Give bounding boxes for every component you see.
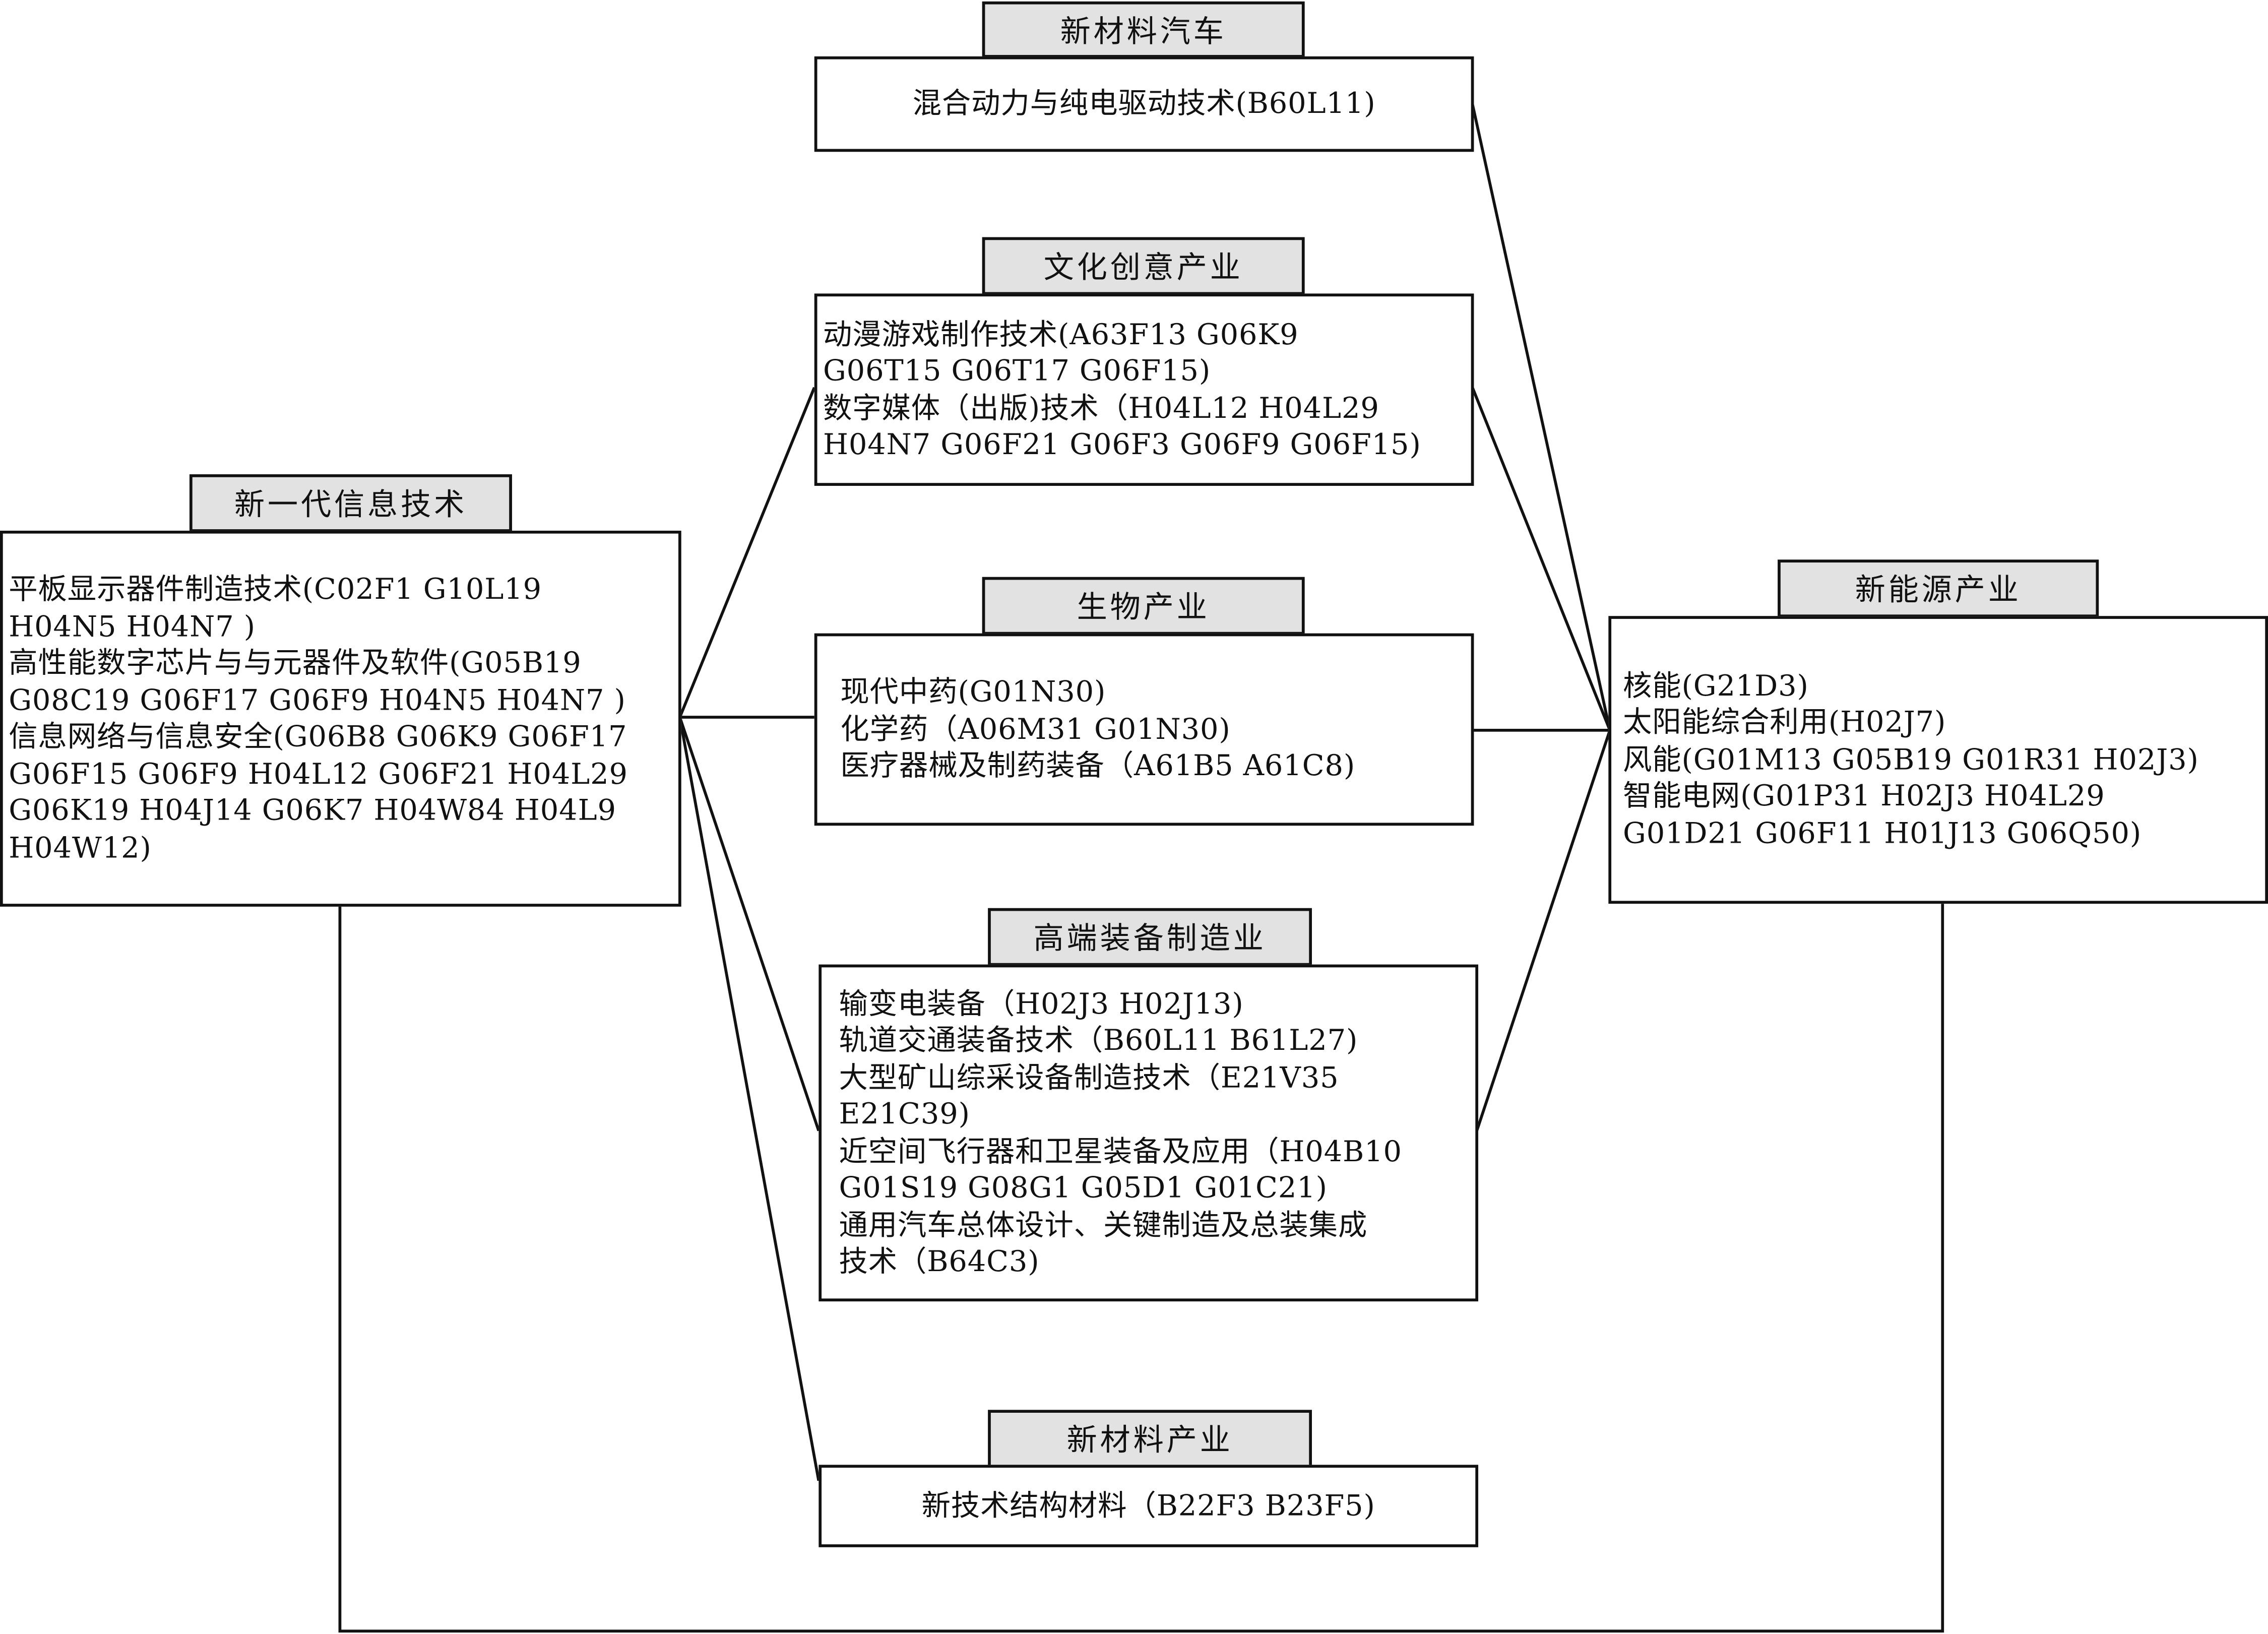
node-content-box: 核能(G21D3) 太阳能综合利用(H02J7) 风能(G01M13 G05B1… [1608, 616, 2268, 904]
tech-line: G06K19 H04J14 G06K7 H04W84 H04L9 [9, 792, 616, 828]
tech-line: H04N7 G06F21 G06F3 G06F9 G06F15) [823, 426, 1421, 462]
tech-line: G08C19 G06F17 G06F9 H04N5 H04N7 ) [9, 681, 626, 717]
category-label: 高端装备制造业 [988, 908, 1312, 966]
link-culture-energy [1471, 387, 1611, 731]
tech-line: G01D21 G06F11 H01J13 G06Q50) [1623, 815, 2142, 850]
tech-line: 输变电装备（H02J3 H02J13) [839, 985, 1244, 1021]
tech-line: G06T15 G06T17 G06F15) [823, 353, 1211, 388]
tech-line: 医疗器械及制药装备（A61B5 A61C8) [840, 747, 1356, 783]
tech-line: 现代中药(G01N30) [840, 674, 1106, 709]
tech-line: 太阳能综合利用(H02J7) [1623, 704, 1946, 739]
tech-line: 数字媒体（出版)技术（H04L12 H04L29 [823, 390, 1379, 425]
node-content-box: 动漫游戏制作技术(A63F13 G06K9 G06T15 G06T17 G06F… [814, 293, 1474, 486]
tech-line: 核能(G21D3) [1623, 667, 1809, 703]
tech-line: 智能电网(G01P31 H02J3 H04L29 [1623, 778, 2105, 813]
link-equip-energy [1475, 729, 1611, 1132]
tech-line: 化学药（A06M31 G01N30) [840, 711, 1231, 746]
node-content-box: 混合动力与纯电驱动技术(B60L11) [814, 56, 1474, 152]
tech-line: 风能(G01M13 G05B19 G01R31 H02J3) [1623, 741, 2199, 776]
tech-line: G01S19 G08G1 G05D1 G01C21) [839, 1170, 1328, 1205]
tech-line: 平板显示器件制造技术(C02F1 G10L19 [9, 571, 542, 606]
category-label: 新材料产业 [988, 1410, 1312, 1468]
tech-line: 轨道交通装备技术（B60L11 B61L27) [839, 1022, 1358, 1057]
tech-line: 混合动力与纯电驱动技术(B60L11) [912, 85, 1376, 120]
link-it-material [678, 717, 821, 1481]
tech-line: G06F15 G06F9 H04L12 G06F21 H04L29 [9, 756, 628, 790]
category-label: 生物产业 [982, 577, 1305, 635]
tech-line: 大型矿山综采设备制造技术（E21V35 [839, 1059, 1339, 1094]
category-label: 新材料汽车 [982, 1, 1305, 58]
tech-line: 新技术结构材料（B22F3 B23F5) [921, 1487, 1375, 1523]
category-label: 新能源产业 [1778, 559, 2099, 618]
tech-line: 信息网络与信息安全(G06B8 G06K9 G06F17 [9, 718, 627, 753]
tech-line: 通用汽车总体设计、关键制造及总装集成 [839, 1207, 1368, 1242]
tech-line: 高性能数字芯片与与元器件及软件(G05B19 [9, 645, 582, 680]
link-it-culture [678, 387, 816, 718]
category-label: 文化创意产业 [982, 237, 1305, 295]
node-content-box: 平板显示器件制造技术(C02F1 G10L19 H04N5 H04N7 ) 高性… [0, 530, 681, 907]
link-car-energy [1471, 103, 1612, 731]
link-it-equip [678, 717, 821, 1132]
tech-line: 技术（B64C3) [839, 1243, 1040, 1279]
node-content-box: 新技术结构材料（B22F3 B23F5) [818, 1465, 1479, 1547]
node-content-box: 输变电装备（H02J3 H02J13) 轨道交通装备技术（B60L11 B61L… [818, 964, 1479, 1302]
tech-line: H04W12) [9, 829, 152, 864]
tech-line: 动漫游戏制作技术(A63F13 G06K9 [823, 316, 1299, 351]
category-label: 新一代信息技术 [189, 474, 512, 532]
tech-line: 近空间飞行器和卫星装备及应用（H04B10 [839, 1133, 1402, 1168]
tech-line: H04N5 H04N7 ) [9, 608, 256, 643]
node-content-box: 现代中药(G01N30) 化学药（A06M31 G01N30) 医疗器械及制药装… [814, 633, 1474, 826]
tech-line: E21C39) [839, 1096, 970, 1131]
